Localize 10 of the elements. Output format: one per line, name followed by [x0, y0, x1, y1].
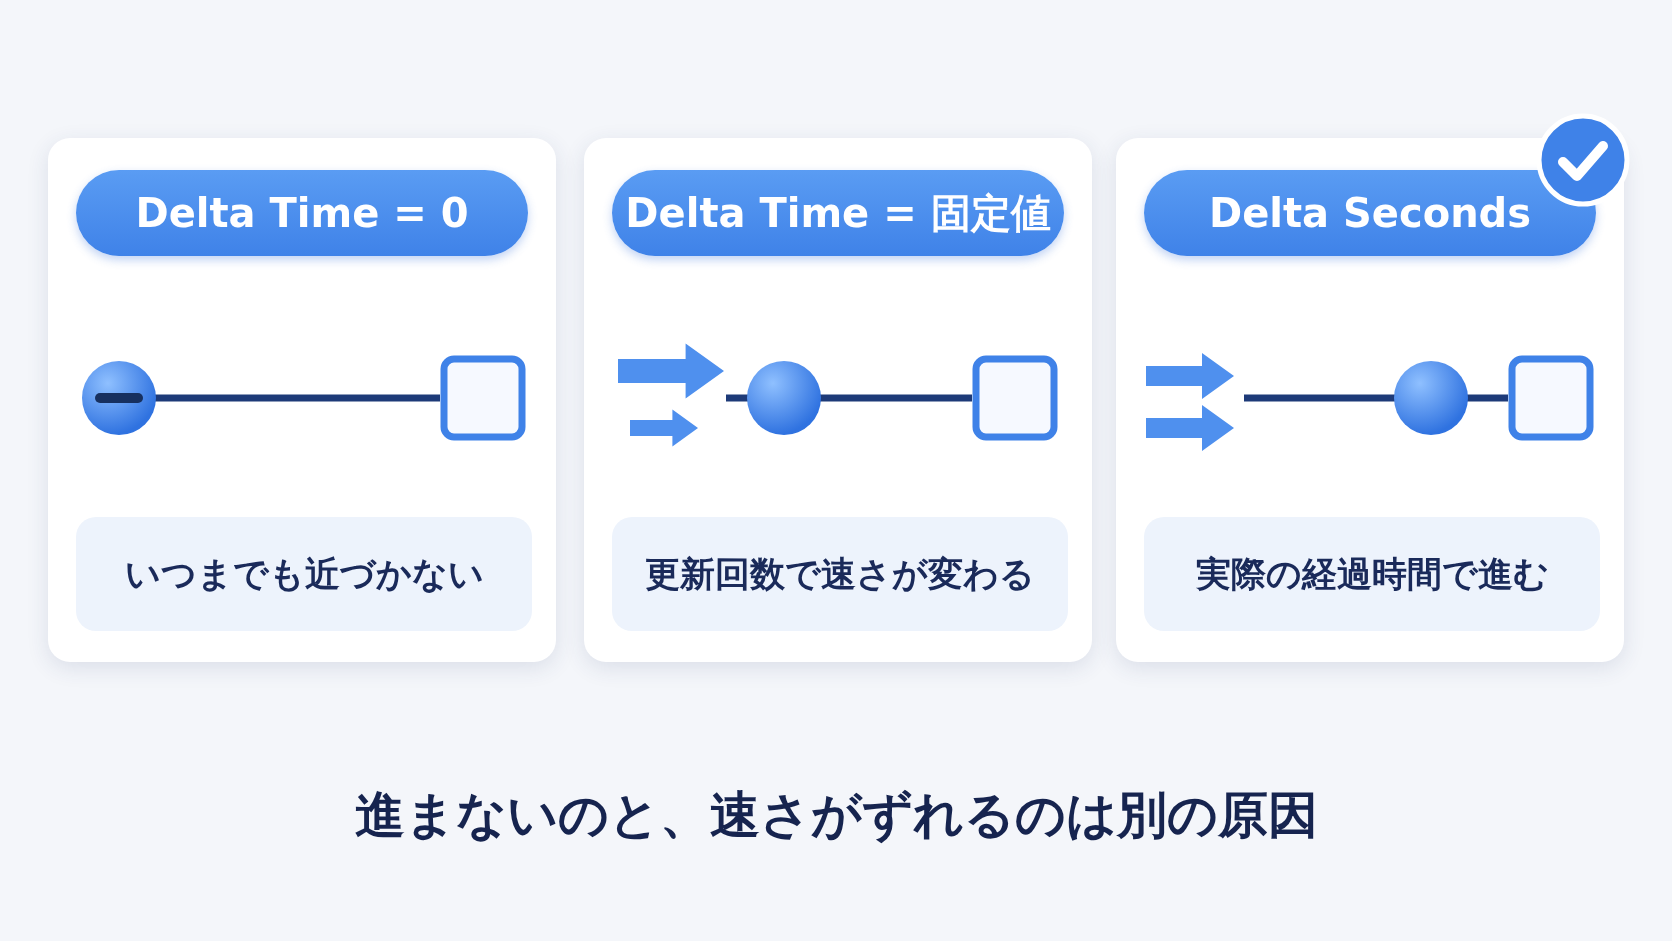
card	[584, 138, 1092, 662]
card	[48, 138, 556, 662]
caption: 進まないのと、速さがずれるのは別の原因	[354, 786, 1318, 844]
description-panel: 更新回数で速さが変わる	[612, 517, 1068, 631]
card-title-bar: Delta Time = 0	[76, 170, 528, 256]
description-panel: いつまでも近づかない	[76, 517, 532, 631]
card-title-bar: Delta Time = 固定値	[612, 170, 1064, 256]
card-title-bar: Delta Seconds	[1144, 170, 1596, 256]
card	[1116, 138, 1624, 662]
description-panel: 実際の経過時間で進む	[1144, 517, 1600, 631]
